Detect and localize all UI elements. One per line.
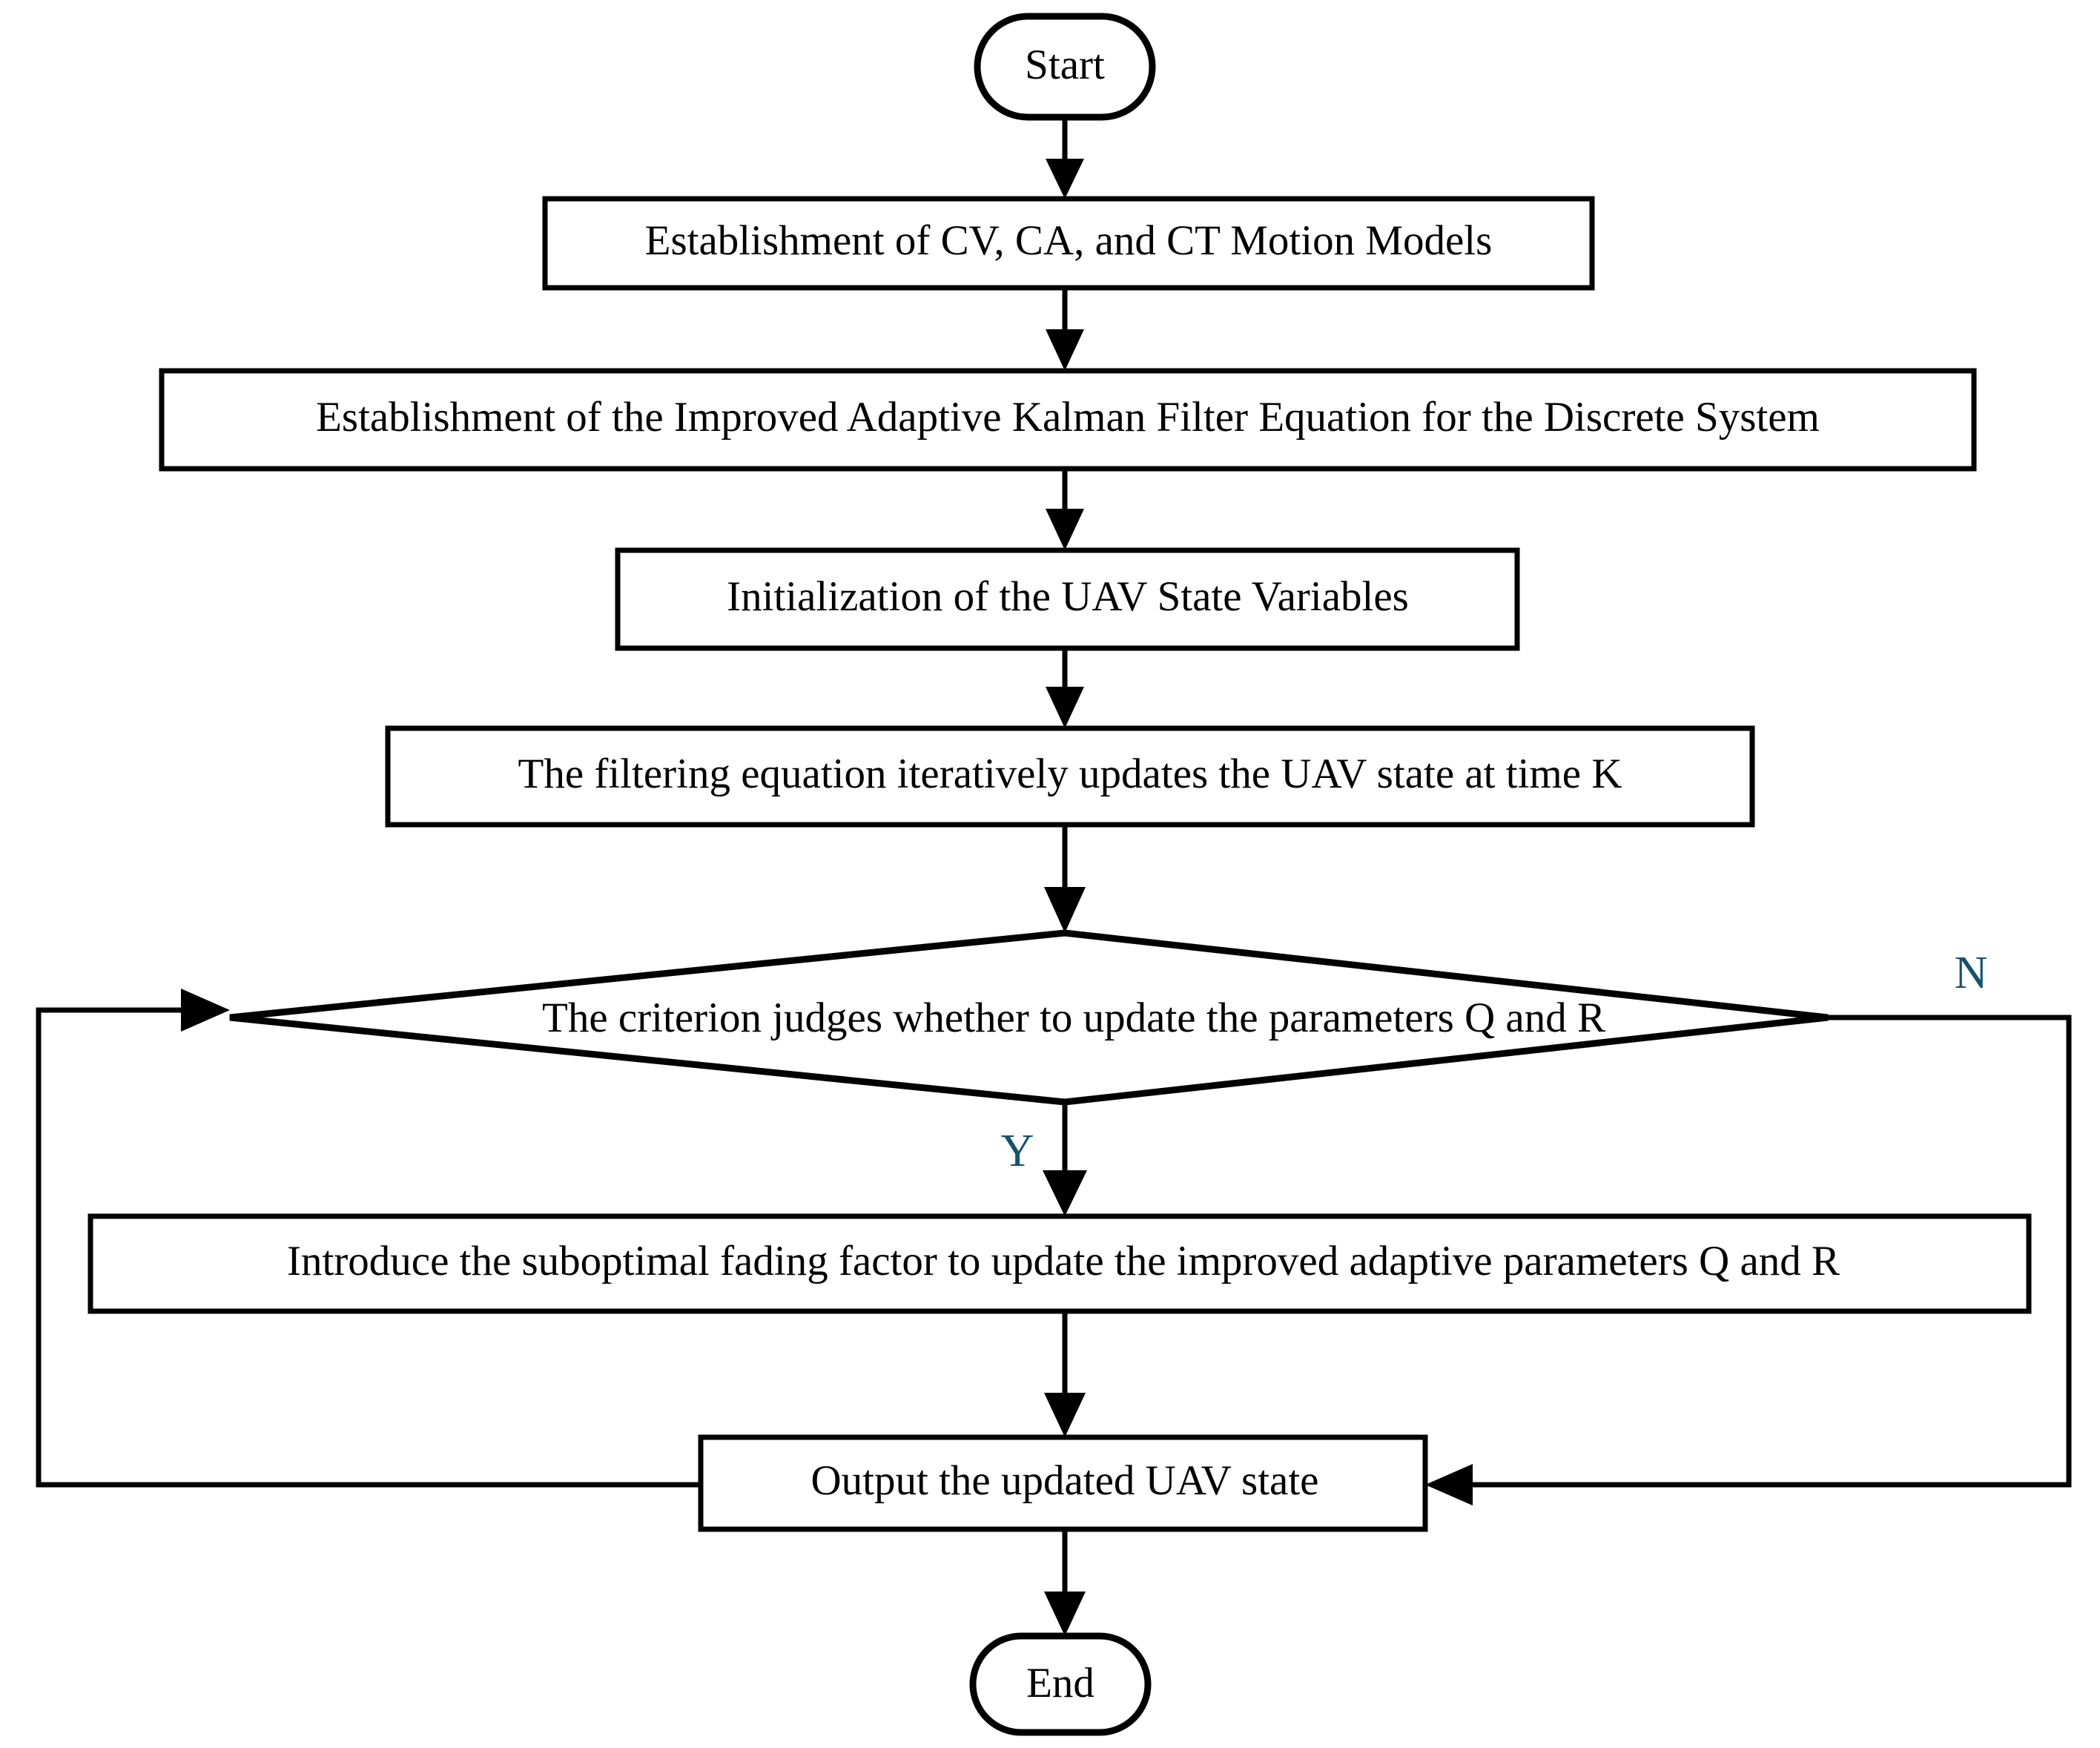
decision-diamond-shape — [229, 929, 1829, 1106]
kalman-label: Establishment of the Improved Adaptive K… — [316, 394, 1820, 441]
edge-output-to-end — [1044, 1529, 1086, 1636]
output-box-shape — [698, 1434, 1428, 1532]
models-label: Establishment of CV, CA, and CT Motion M… — [645, 217, 1493, 264]
edge-decision-no-to-output — [1425, 1015, 2072, 1505]
filter-box-shape — [385, 725, 1755, 828]
node-decision[interactable]: The criterion judges whether to update t… — [229, 929, 1829, 1106]
start-terminal-shape — [974, 13, 1156, 121]
node-filter[interactable]: The filtering equation iteratively updat… — [385, 725, 1755, 828]
edge-output-to-decision-feedback — [36, 989, 701, 1488]
init-label: Initialization of the UAV State Variable… — [727, 573, 1409, 620]
fading-label: Introduce the suboptimal fading factor t… — [287, 1238, 1840, 1284]
node-kalman[interactable]: Establishment of the Improved Adaptive K… — [159, 368, 1977, 472]
end-terminal-shape — [969, 1632, 1152, 1736]
node-models[interactable]: Establishment of CV, CA, and CT Motion M… — [542, 196, 1595, 291]
init-box-shape — [615, 547, 1520, 651]
edge-fading-to-output — [1044, 1311, 1086, 1437]
node-output[interactable]: Output the updated UAV state — [698, 1434, 1428, 1532]
node-end[interactable]: End — [969, 1632, 1152, 1736]
edge-start-to-models — [1046, 117, 1084, 199]
edge-init-to-filter — [1046, 648, 1084, 728]
node-fading[interactable]: Introduce the suboptimal fading factor t… — [88, 1213, 2032, 1314]
edge-filter-to-decision — [1044, 825, 1086, 933]
edge-decision-yes-to-fading — [1043, 1102, 1087, 1216]
edge-kalman-to-init — [1046, 469, 1084, 550]
models-box-shape — [542, 196, 1595, 291]
start-label: Start — [1025, 42, 1105, 88]
filter-label: The filtering equation iteratively updat… — [518, 751, 1622, 797]
node-start[interactable]: Start — [974, 13, 1156, 121]
edge-models-to-kalman — [1046, 288, 1084, 371]
kalman-box-shape — [159, 368, 1977, 472]
node-init[interactable]: Initialization of the UAV State Variable… — [615, 547, 1520, 651]
decision-label: The criterion judges whether to update t… — [542, 995, 1605, 1041]
output-label: Output the updated UAV state — [811, 1457, 1319, 1504]
branch-label-yes: Y — [1001, 1126, 1034, 1176]
branch-label-no: N — [1955, 948, 1988, 998]
end-label: End — [1026, 1660, 1094, 1706]
fading-box-shape — [88, 1213, 2032, 1314]
